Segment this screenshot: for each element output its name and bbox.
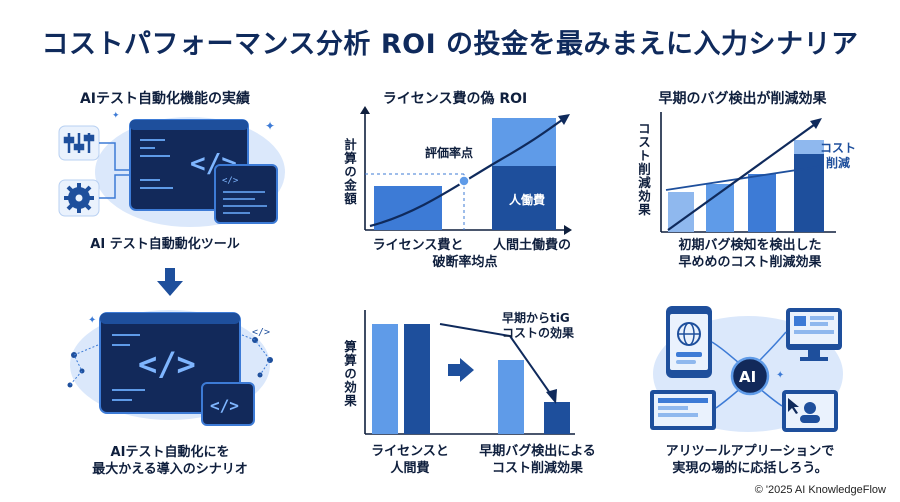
sparkle-icon: ✦ [776, 370, 784, 381]
ai-hub [730, 356, 770, 396]
connector-lines [711, 331, 787, 409]
license-x-label-left: ライセンス費と [372, 238, 464, 253]
user-icon [804, 402, 816, 414]
bug-bar-4 [794, 140, 824, 232]
sparkle-icon: ✦ [112, 111, 120, 121]
license-x-label-bottom: 破断率均点 [432, 255, 498, 270]
savings-arrow-line [667, 121, 819, 231]
page-title: コストパフォーマンス分析 ROI の投金を最みまえに入力シナリア [41, 29, 859, 60]
ai-badge: AI [739, 368, 756, 386]
effect-bar-4 [544, 402, 570, 434]
effect-x-label-left-1: ライセンスと [371, 444, 449, 459]
gear-icon [64, 183, 94, 213]
bug-panel-title: 早期のバグ検出が削減効果 [658, 91, 827, 107]
effect-x-label-left-2: 人間費 [390, 461, 430, 476]
tag-glyph: </> [252, 327, 270, 338]
license-bar [374, 186, 442, 230]
sparkle-icon: ✦ [265, 119, 275, 133]
small-monitor [214, 164, 278, 224]
sliders-icon [63, 133, 95, 153]
scenario-illustration: </> </> </> ✦ [67, 310, 273, 426]
sparkle-icon: ✦ [88, 315, 96, 326]
effect-x-label-right-2: コスト削減効果 [491, 461, 583, 476]
ai-tools-panel-title: AIテスト自動化機能の実績 [79, 91, 251, 107]
cursor-icon [788, 398, 799, 414]
effect-chart [364, 310, 575, 435]
bug-caption-line2: 早めめのコスト削減効果 [678, 255, 822, 270]
code-lines [140, 139, 173, 189]
effect-bar-1 [372, 324, 398, 434]
license-x-label-right: 人間土働費の [492, 238, 571, 253]
connector-lines [99, 142, 130, 199]
bug-caption-line1: 初期バグ検知を検出した [678, 238, 822, 253]
apps-illustration: AI ✦ [650, 306, 843, 432]
apps-caption-line2: 実現の場的に応括しろう。 [672, 461, 828, 476]
small-code-glyph: </> [222, 176, 239, 186]
copyright-footer: © '2025 AI KnowledgeFlow [754, 484, 886, 496]
labor-bar-label: 人働費 [509, 193, 546, 207]
effect-x-label-right-1: 早期バグ検出による [479, 444, 596, 459]
license-chart [360, 106, 572, 235]
bug-bar-1 [668, 192, 694, 232]
effect-note-line2: コストの効果 [502, 326, 575, 340]
ai-tools-caption: AI テスト自動動化ツール [90, 237, 240, 252]
bug-bar-4-top [794, 140, 824, 154]
license-y-label: 計算の金額 [342, 138, 357, 206]
scenario-caption-line2: 最大かえる導入のシナリオ [92, 462, 248, 477]
apps-caption-line1: アリツールアプリーションで [665, 444, 835, 459]
bug-bar-2 [706, 184, 734, 232]
roi-curve [369, 117, 566, 228]
scenario-small-monitor [201, 382, 255, 426]
effect-y-label: 算算の効果 [342, 340, 357, 408]
labor-bar-bottom [492, 166, 556, 230]
bug-legend: コスト 削減 [820, 141, 857, 170]
decline-line [439, 323, 553, 397]
effect-note-line1: 早期からtiG [502, 311, 570, 325]
scenario-caption-line1: AIテスト自動化にを [110, 445, 230, 460]
effect-bar-3 [498, 360, 524, 434]
down-arrow-icon [157, 268, 183, 296]
right-arrow-icon [448, 358, 474, 382]
evaluation-point-label: 評価率点 [425, 146, 474, 160]
license-panel-title: ライセンス費の偽 ROI [382, 91, 528, 107]
scenario-small-glyph: </> [210, 396, 239, 415]
bug-y-label: コスト削減効果 [636, 122, 651, 217]
network-lines [69, 334, 271, 386]
bug-bar-3 [748, 174, 776, 232]
ai-tools-illustration: </> </> ✦ ✦ [58, 111, 285, 227]
trend-line [665, 165, 824, 191]
scenario-code-glyph: </> [138, 345, 196, 383]
bug-chart [660, 112, 836, 233]
effect-bar-2 [404, 324, 430, 434]
break-even-point [458, 175, 470, 187]
